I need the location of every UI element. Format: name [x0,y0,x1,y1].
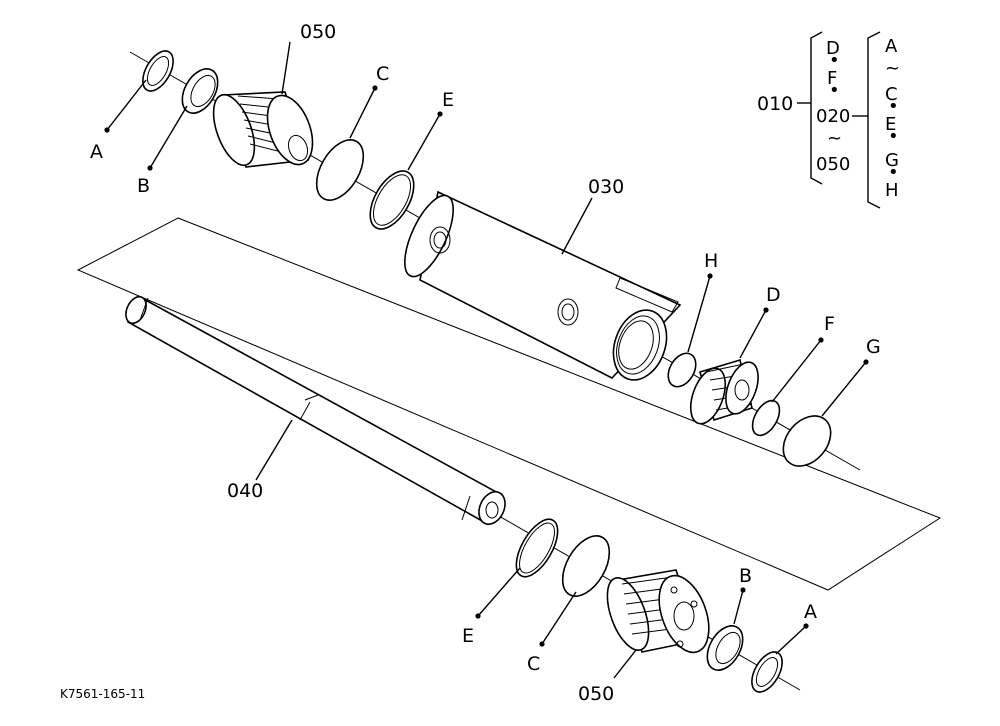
label-a-bottom: A [804,601,817,623]
label-050-bottom: 050 [578,683,614,705]
label-010: 010 [757,93,793,115]
label-e-bottom: E [462,625,474,647]
part-labels: 050 A B C E 030 H D F G 040 E C 050 B A [90,21,881,705]
kit-legend: 010 D • F • 020 ~ 050 A ~ C • E • G • H [757,31,900,209]
piston-rod-040 [125,295,506,526]
legend-left-4: 020 [816,106,850,127]
label-c-bottom: C [527,653,540,675]
o-ring-c-top [315,139,365,201]
legend-left-0: D [826,38,840,59]
figure-code: K7561-165-11 [60,687,145,701]
legend-right-8: H [885,180,899,201]
label-040: 040 [227,480,263,502]
legend-left-5: ~ [827,128,842,149]
legend-left-column: D • F • 020 ~ 050 [816,38,850,175]
snap-ring-e-top [369,170,415,230]
legend-right-2: C [885,84,898,105]
label-c-top: C [376,63,389,85]
legend-right-0: A [885,36,898,57]
right-bracket [867,31,881,209]
legend-left-6: 050 [816,154,850,175]
label-d: D [766,284,781,306]
snap-ring-e-bottom [515,518,559,578]
legend-right-7: • [888,162,899,183]
legend-left-3: • [829,80,840,101]
left-bracket [810,31,823,185]
legend-right-5: • [888,126,899,147]
cylinder-tube-030 [404,190,682,381]
piston-d [689,358,759,425]
label-b-top: B [137,175,150,197]
ring-b-bottom [706,625,744,671]
label-050-top: 050 [300,21,336,43]
label-h: H [704,250,718,272]
legend-right-column: A ~ C • E • G • H [885,36,900,201]
leader-lines [104,41,869,679]
label-g: G [866,336,881,358]
ring-a-bottom [751,651,783,693]
gland-050-bottom [606,569,710,654]
gland-050-top [212,91,314,168]
legend-right-4: E [885,114,896,135]
label-a-top: A [90,141,103,163]
legend-left-1: • [829,50,840,71]
legend-left-2: F [827,68,837,89]
o-ring-f [751,399,781,437]
o-ring-h [667,352,697,388]
ring-a-top [142,50,174,92]
legend-right-1: ~ [885,58,900,79]
label-e-top: E [442,89,454,111]
legend-right-6: G [885,150,899,171]
label-b-bottom: B [739,565,752,587]
legend-right-3: • [888,96,899,117]
ring-b-top [181,68,219,114]
o-ring-c-bottom [561,535,611,597]
subassembly-outline [76,217,942,591]
o-ring-g [782,415,832,467]
label-030: 030 [588,176,624,198]
label-f: F [824,313,835,335]
